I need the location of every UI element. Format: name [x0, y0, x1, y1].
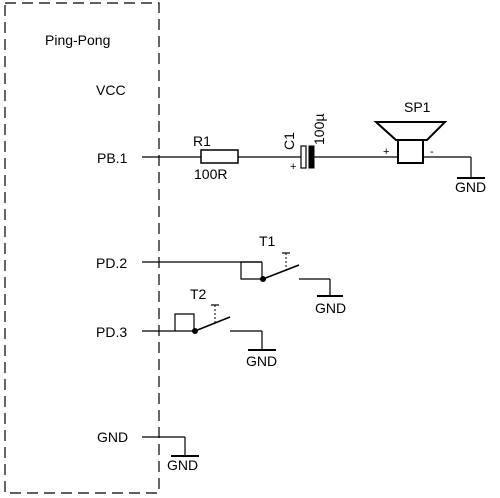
- ground-label-t1: GND: [315, 300, 346, 316]
- switch-t1-lever: [262, 264, 300, 280]
- speaker-cone: [373, 121, 448, 141]
- switch-t1-circuit: T1 GND: [142, 233, 346, 316]
- switch-t2-lever: [194, 316, 231, 332]
- capacitor-plus-sign: +: [290, 161, 296, 173]
- capacitor-negative-plate: [308, 145, 315, 169]
- capacitor-ref: C1: [281, 132, 297, 150]
- resistor-r1: [200, 149, 239, 164]
- pin-label-vcc: VCC: [96, 82, 126, 98]
- pin-label-pb1: PB.1: [97, 150, 128, 166]
- resistor-ref: R1: [193, 133, 211, 149]
- pin-label-gnd: GND: [97, 429, 128, 445]
- ground-label-gnd-pin: GND: [167, 457, 198, 473]
- ground-label-t2: GND: [246, 353, 277, 369]
- speaker-minus-sign: -: [430, 146, 434, 158]
- switch-t2-bracket: [174, 313, 195, 331]
- capacitor-value: 100µ: [311, 114, 327, 145]
- speaker-body: [397, 139, 424, 164]
- pin-label-pd2: PD.2: [96, 255, 127, 271]
- speaker-ref: SP1: [404, 99, 431, 115]
- pin-label-pd3: PD.3: [96, 324, 127, 340]
- resistor-value: 100R: [194, 166, 227, 182]
- capacitor-positive-plate: [300, 145, 307, 169]
- mcu-block-outline: [4, 2, 160, 494]
- switch-t1-bracket: [240, 261, 262, 280]
- block-title: Ping-Pong: [45, 32, 110, 48]
- speaker-circuit: R1 100R + C1 100µ SP1 + - GND: [142, 99, 486, 195]
- gnd-pin-circuit: GND: [142, 436, 199, 473]
- speaker-plus-sign: +: [383, 146, 389, 158]
- switch-t2-ref: T2: [190, 286, 207, 302]
- ground-label-sp1: GND: [455, 179, 486, 195]
- switch-t2-circuit: T2 GND: [142, 286, 277, 369]
- switch-t1-ref: T1: [259, 233, 276, 249]
